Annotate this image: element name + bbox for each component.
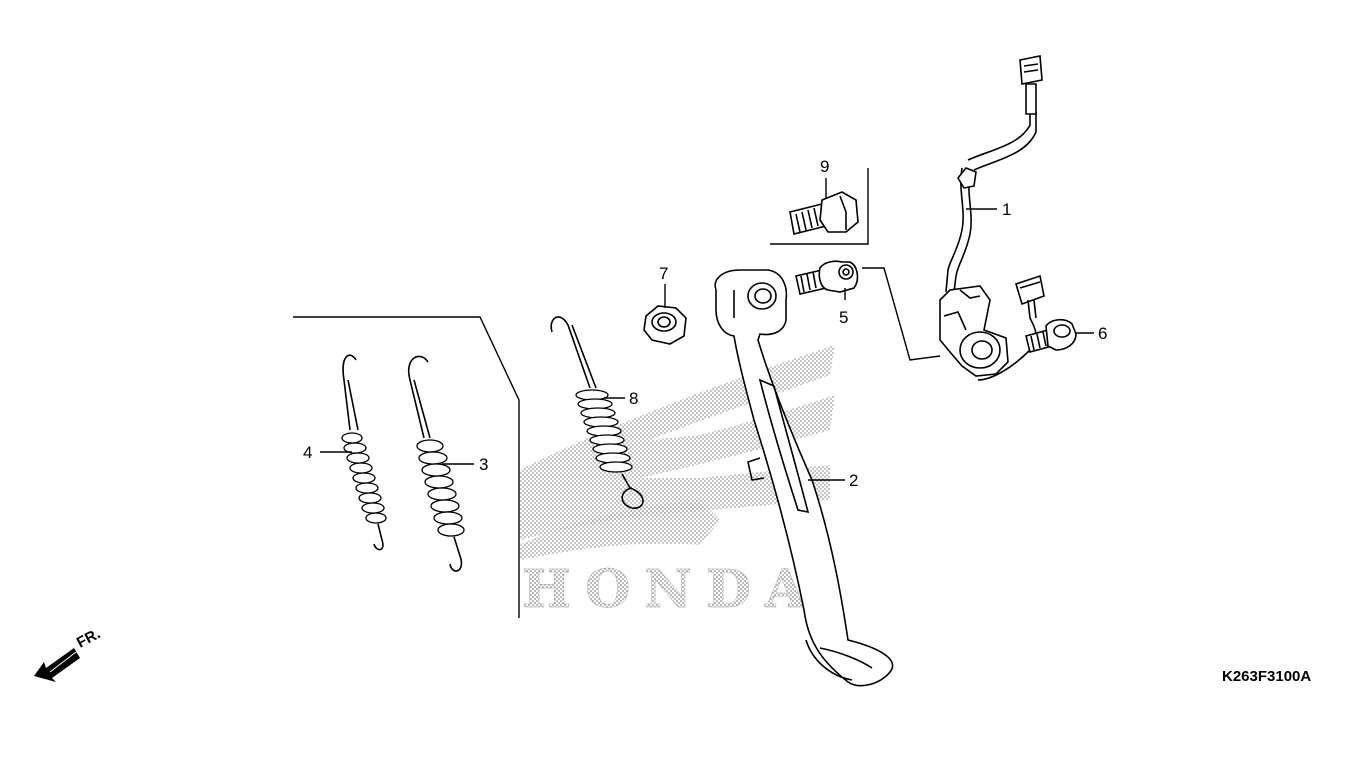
side-stand-switch-part-1 xyxy=(939,55,1045,381)
callout-3: 3 xyxy=(479,455,488,474)
front-direction-label: FR. xyxy=(74,625,103,651)
bolt-kit-frame xyxy=(770,168,869,245)
bolt-part-5 xyxy=(795,260,859,295)
callout-8: 8 xyxy=(629,389,638,408)
leader-lines xyxy=(320,178,1094,481)
bolt-part-6 xyxy=(1025,318,1077,353)
callout-5: 5 xyxy=(839,308,848,327)
spring-part-4 xyxy=(341,354,387,551)
drawing-code: K263F3100A xyxy=(1222,668,1311,685)
front-direction-arrow-icon xyxy=(34,648,80,682)
spring-kit-frame xyxy=(293,316,520,618)
spring-part-8 xyxy=(550,316,644,509)
callout-7: 7 xyxy=(659,264,668,283)
bolt-part-9 xyxy=(789,191,859,235)
callout-1: 1 xyxy=(1002,200,1011,219)
callout-9: 9 xyxy=(820,157,829,176)
callout-4: 4 xyxy=(303,443,312,462)
honda-watermark-text: HONDA xyxy=(522,559,819,620)
collar-part-7 xyxy=(643,305,687,345)
callout-6: 6 xyxy=(1098,324,1107,343)
assembly-line-5-to-1 xyxy=(862,267,941,361)
side-stand-part-2 xyxy=(714,269,894,687)
callout-2: 2 xyxy=(849,471,858,490)
spring-part-3 xyxy=(407,355,465,572)
